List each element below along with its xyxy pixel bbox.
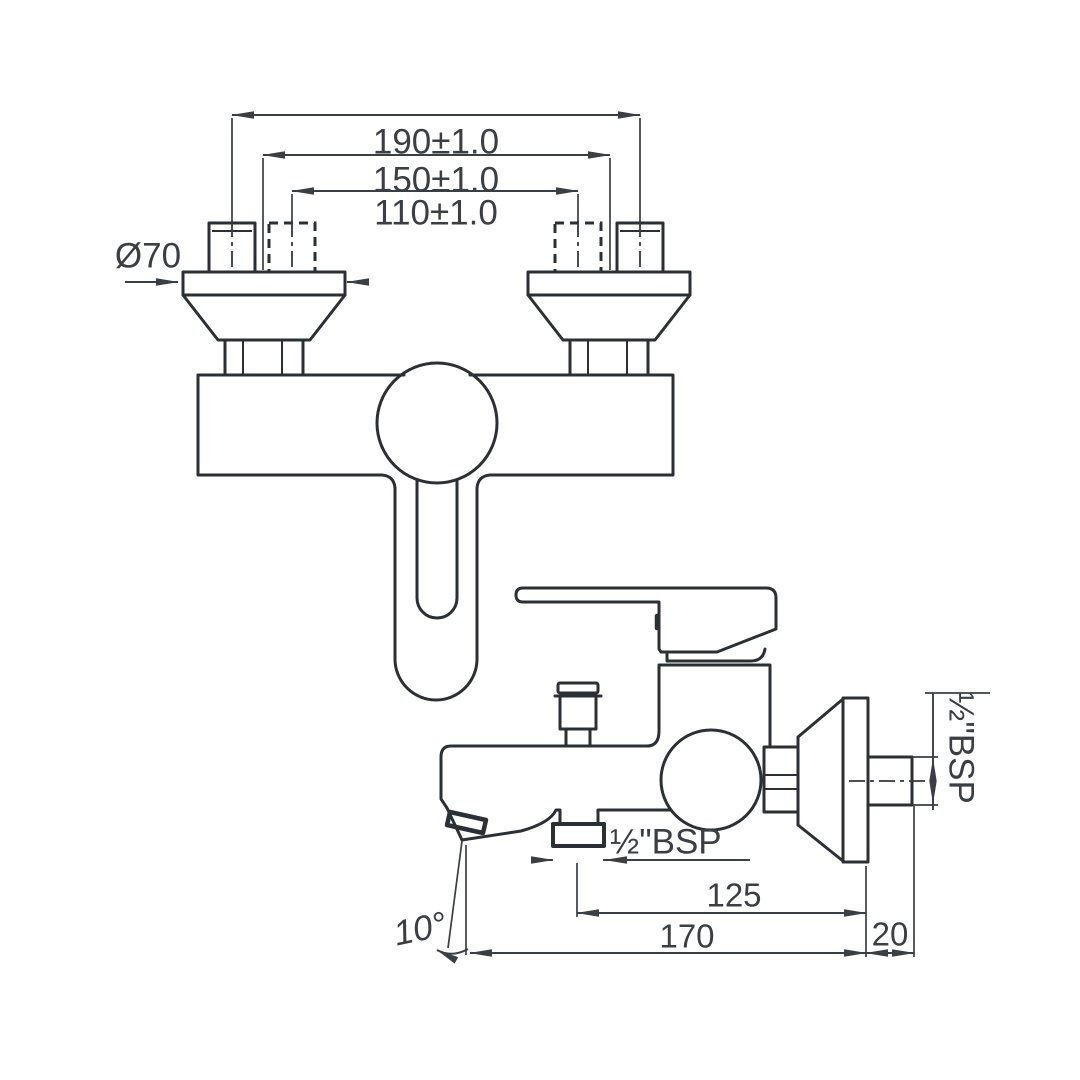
side-body-outline xyxy=(439,744,651,842)
side-view: ½"BSP ½"BSP 125 170 20 10° xyxy=(390,586,990,964)
side-body-underside xyxy=(596,808,674,826)
wall-flange-plate xyxy=(841,696,870,864)
front-handle-knob xyxy=(375,361,499,485)
hex-nut-right xyxy=(568,338,650,377)
cartridge-collar xyxy=(665,647,767,663)
dim-label-110: 110±1.0 xyxy=(374,194,498,233)
diverter-cap xyxy=(556,681,600,695)
spout-aerator xyxy=(444,809,489,836)
front-view: 190±1.0 150±1.0 110±1.0 Ø70 xyxy=(115,111,692,702)
side-lever-handle xyxy=(514,586,778,654)
diverter-body xyxy=(558,694,598,731)
flange-plate-left xyxy=(181,270,347,297)
dim-label-170: 170 xyxy=(659,918,714,955)
front-extension-lines xyxy=(231,118,641,270)
dim-label-125: 125 xyxy=(706,877,761,914)
dim-label-outlet-thread: ½"BSP xyxy=(610,823,722,862)
wall-flange-cone xyxy=(796,697,845,863)
angle-reference-line xyxy=(447,840,463,949)
dim-label-20: 20 xyxy=(872,916,909,953)
hex-nut-right-facets xyxy=(587,340,628,375)
hex-nut-left xyxy=(223,338,305,377)
dim-label-flange-diameter: Ø70 xyxy=(115,237,181,276)
dim-label-190: 190±1.0 xyxy=(373,123,499,162)
front-body-outline xyxy=(196,373,675,702)
diverter-stem xyxy=(564,727,592,748)
flange-plate-right xyxy=(526,270,692,297)
front-handle-slot xyxy=(415,478,459,620)
wall-hex-adapter xyxy=(762,745,800,814)
bottom-outlet-lip xyxy=(551,822,606,848)
hex-nut-left-facets xyxy=(242,340,283,375)
angle-arc xyxy=(436,948,469,964)
escutcheon-right xyxy=(526,221,692,377)
dim-label-150: 150±1.0 xyxy=(373,161,499,200)
ball-joint xyxy=(659,728,763,832)
wall-hex-facets xyxy=(764,774,798,790)
dim-label-wall-thread: ½"BSP xyxy=(942,692,981,804)
diverter-knob xyxy=(553,681,603,748)
